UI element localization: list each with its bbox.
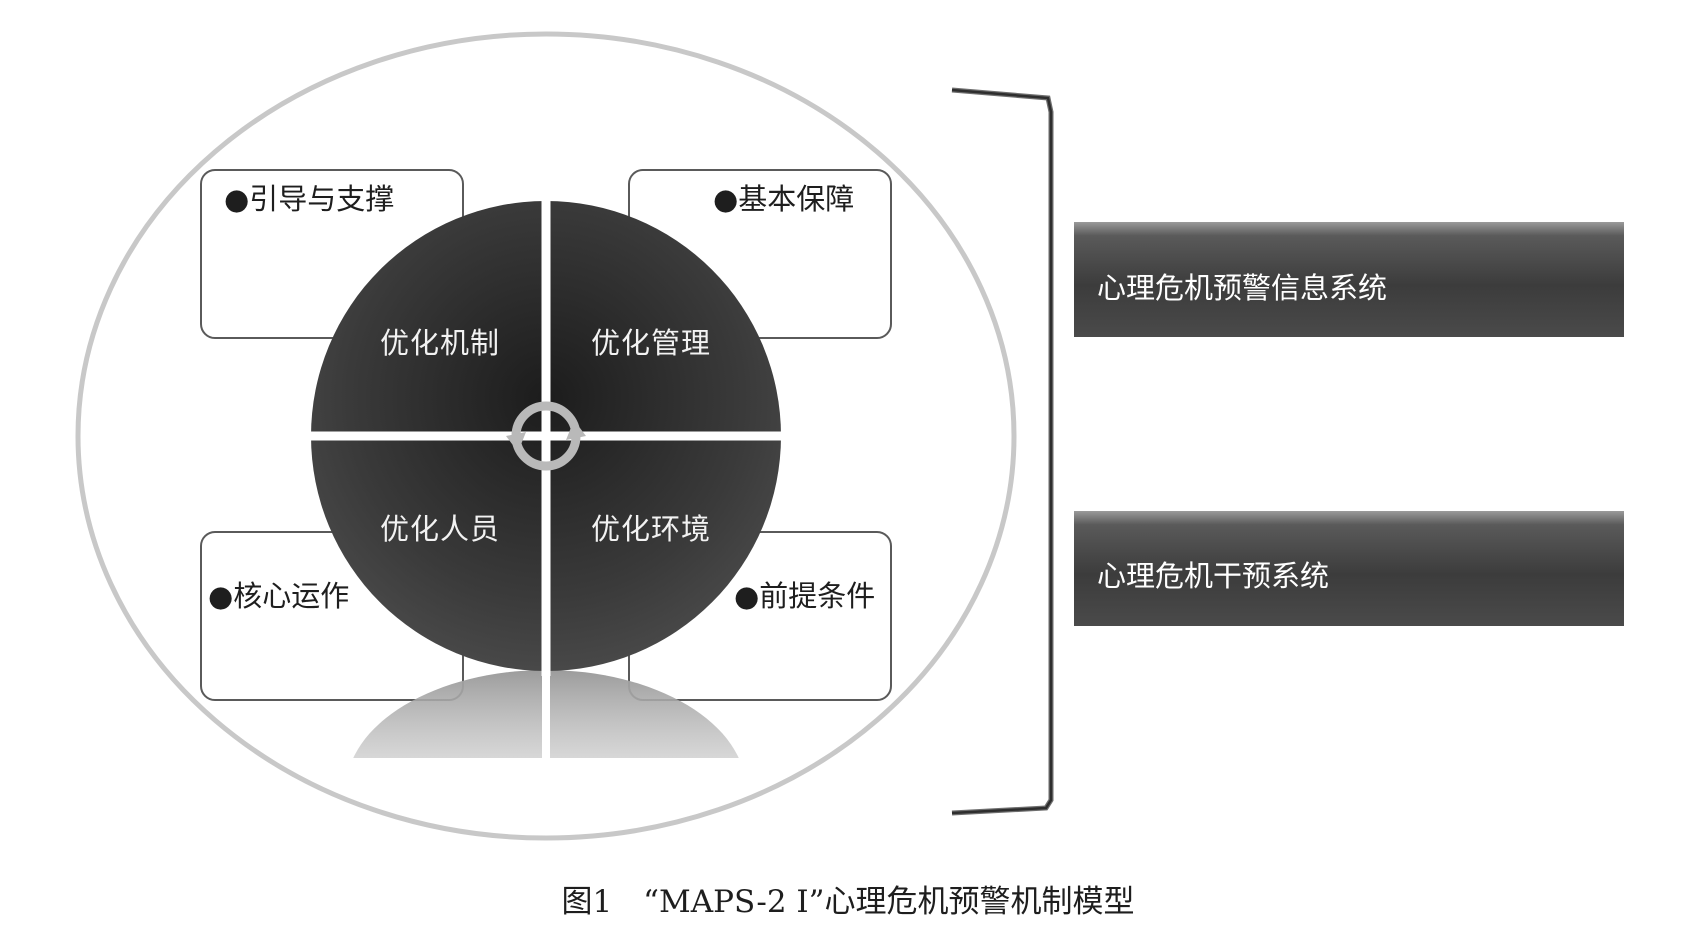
- cycle-arrows-icon: [506, 401, 586, 471]
- system-warning-info-label: 心理危机预警信息系统: [1097, 271, 1387, 305]
- quadrant-optimize-mechanism: 优化机制: [380, 326, 500, 360]
- label-precondition: ●前提条件: [734, 579, 875, 613]
- right-bracket: [951, 87, 1054, 816]
- system-bar-warning-info: [1074, 222, 1624, 337]
- outer-ellipse: [75, 31, 1017, 841]
- disc-reflection: [353, 668, 739, 758]
- system-intervention-label: 心理危机干预系统: [1097, 559, 1329, 593]
- system-bar-intervention: [1074, 511, 1624, 626]
- figure-caption: 图1 “MAPS-2 I”心理危机预警机制模型: [561, 884, 1134, 920]
- label-basic-guarantee: ●基本保障: [713, 182, 854, 216]
- quadrant-optimize-personnel: 优化人员: [380, 512, 500, 546]
- quadrant-optimize-management: 优化管理: [591, 326, 711, 360]
- quadrant-optimize-environment: 优化环境: [591, 512, 711, 546]
- label-core-operation: ●核心运作: [208, 579, 349, 613]
- label-guidance-support: ●引导与支撑: [224, 182, 394, 216]
